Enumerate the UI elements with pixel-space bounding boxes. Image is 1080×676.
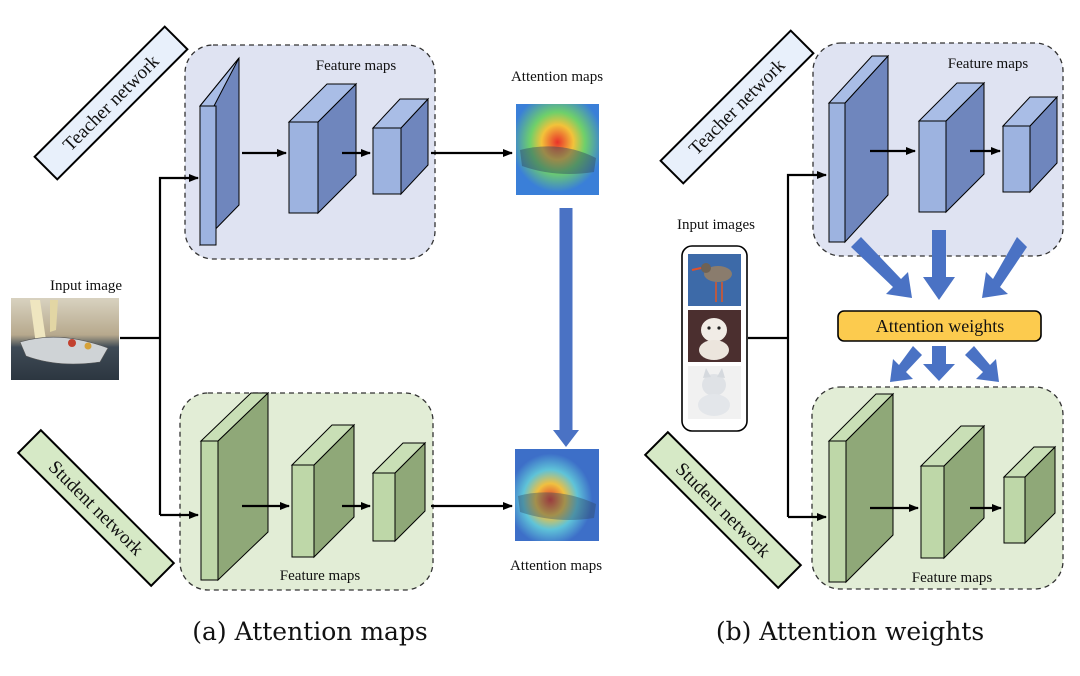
attention-weights-box bbox=[837, 310, 1042, 342]
teacher-block-1-b bbox=[827, 54, 890, 244]
transfer-arrow-a bbox=[553, 430, 579, 447]
caption-a: (a) Attention maps bbox=[192, 617, 428, 646]
teacher-network-label-a: Teacher network bbox=[33, 25, 189, 181]
teacher-feature-maps-label-a: Feature maps bbox=[316, 58, 397, 74]
student-feature-maps-label-b: Feature maps bbox=[912, 570, 993, 586]
teacher-feature-maps-label-b: Feature maps bbox=[948, 56, 1029, 72]
svg-text:Student network: Student network bbox=[671, 459, 775, 563]
attention-weights-label: Attention weights bbox=[876, 316, 1005, 336]
student-block-3-b bbox=[1002, 445, 1057, 545]
attention-map-top-a bbox=[516, 104, 599, 195]
teacher-network-label-b: Teacher network bbox=[659, 29, 815, 185]
weights-to-student-arrows bbox=[890, 346, 999, 382]
caption-b: (b) Attention weights bbox=[716, 617, 984, 646]
dog-image bbox=[688, 310, 741, 362]
attention-maps-top-label-a: Attention maps bbox=[511, 69, 603, 85]
svg-text:Teacher network: Teacher network bbox=[59, 51, 164, 156]
student-block-3-a bbox=[371, 441, 427, 543]
input-image-label-a: Input image bbox=[50, 278, 122, 294]
teacher-block-2-a bbox=[287, 82, 358, 215]
svg-text:Student network: Student network bbox=[44, 457, 148, 561]
teacher-block-1-a bbox=[198, 56, 240, 247]
svg-text:Teacher network: Teacher network bbox=[685, 55, 790, 160]
teacher-to-weights-arrows bbox=[851, 230, 1027, 300]
attention-maps-bottom-label-a: Attention maps bbox=[510, 558, 602, 574]
student-block-2-a bbox=[290, 423, 356, 559]
input-image-a bbox=[11, 298, 119, 380]
student-block-2-b bbox=[919, 424, 986, 560]
student-feature-maps-label-a: Feature maps bbox=[280, 568, 361, 584]
teacher-block-3-b bbox=[1001, 95, 1059, 194]
teacher-block-2-b bbox=[917, 81, 986, 214]
student-network-label-a: Student network bbox=[16, 428, 176, 588]
bird-image bbox=[688, 254, 741, 306]
input-images-label-b: Input images bbox=[677, 217, 755, 233]
cat-image bbox=[688, 366, 741, 419]
student-block-1-a bbox=[199, 391, 270, 582]
student-network-label-b: Student network bbox=[643, 430, 803, 590]
student-block-1-b bbox=[827, 392, 895, 584]
teacher-block-3-a bbox=[371, 97, 430, 196]
attention-map-bottom-a bbox=[515, 449, 599, 541]
